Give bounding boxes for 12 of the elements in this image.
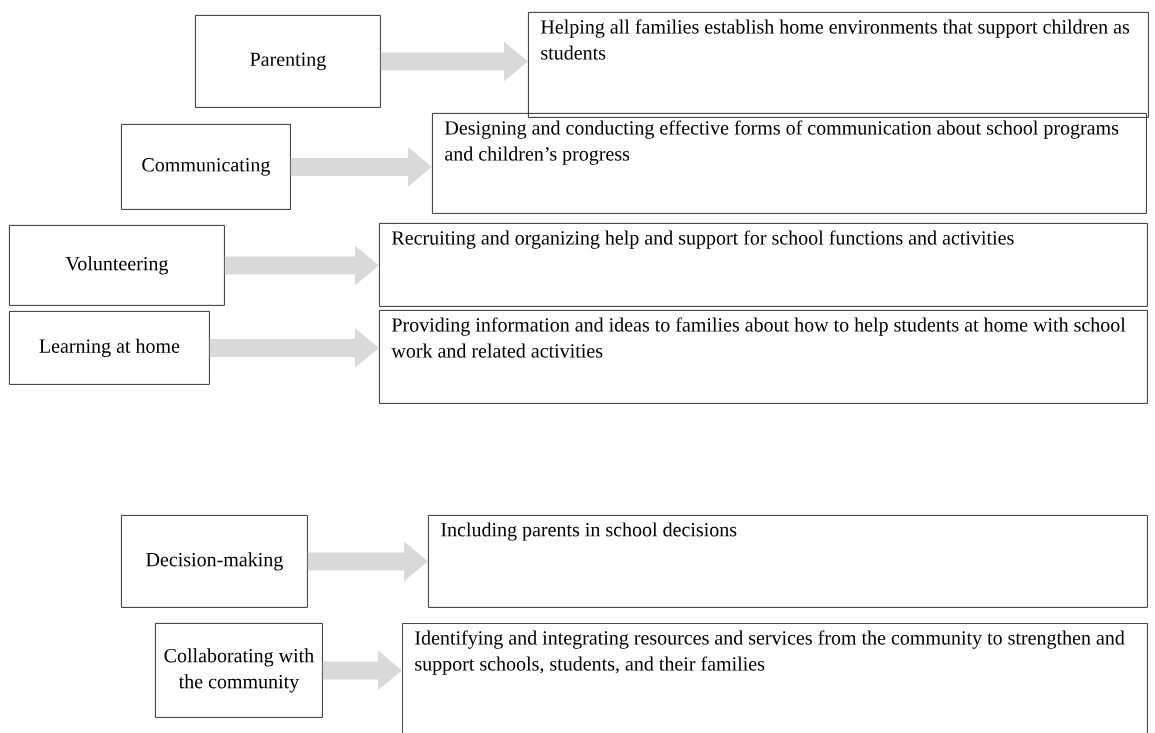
description-box: Recruiting and organizing help and support for school functions and activities — [379, 223, 1148, 307]
category-box: Parenting — [195, 15, 381, 108]
description-box: Designing and conducting effective forms of communication about school programs and children’s progress — [432, 113, 1147, 214]
description-box: Helping all families establish home environments that support children as students — [528, 12, 1149, 118]
description-box: Providing information and ideas to families about how to help students at home with school work and related activities — [379, 310, 1148, 404]
description-box: Identifying and integrating resources and services from the community to strengthen and support schools, students, and their families — [402, 623, 1148, 733]
category-box: Decision-making — [121, 515, 308, 608]
category-box: Learning at home — [9, 311, 210, 385]
category-box: Volunteering — [9, 225, 225, 306]
description-box: Including parents in school decisions — [428, 515, 1148, 608]
category-box: Communicating — [121, 124, 291, 210]
category-box: Collaborating with the community — [155, 623, 323, 718]
